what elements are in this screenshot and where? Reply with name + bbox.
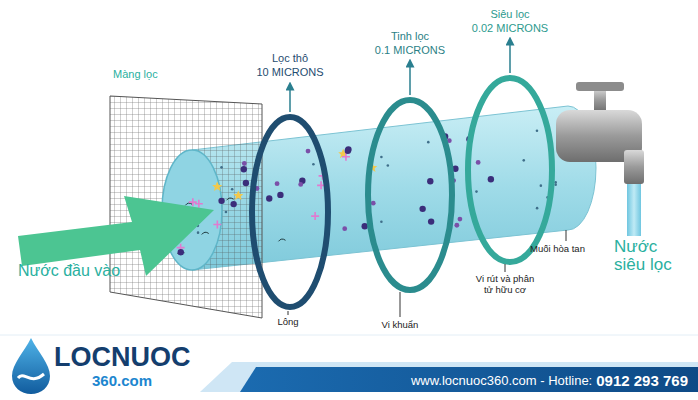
particle bbox=[277, 192, 283, 198]
particle bbox=[427, 141, 430, 144]
particle bbox=[213, 221, 221, 229]
particle-label: Vi rút và phân tử hữu cơ bbox=[473, 274, 537, 296]
particle-label: Vi khuẩn bbox=[365, 320, 435, 331]
particle-label: Muối hòa tan bbox=[530, 244, 585, 255]
particle bbox=[345, 148, 351, 154]
particle bbox=[298, 182, 303, 187]
hotline-number: 0912 293 769 bbox=[596, 372, 688, 389]
particle bbox=[202, 232, 209, 234]
footer-stripe bbox=[200, 362, 698, 392]
pointer-arrow bbox=[509, 41, 511, 73]
particle bbox=[212, 181, 222, 191]
stage-name: Siêu lọc bbox=[465, 8, 555, 21]
stage-name: Tinh lọc bbox=[365, 30, 455, 43]
inlet-label: Nước đầu vào bbox=[18, 262, 120, 280]
particle bbox=[311, 212, 319, 220]
footer-rule bbox=[0, 335, 698, 336]
particle bbox=[342, 226, 347, 231]
particle bbox=[279, 239, 286, 241]
particle bbox=[242, 161, 247, 166]
particle bbox=[536, 207, 539, 210]
particle bbox=[220, 166, 223, 169]
particle bbox=[536, 129, 539, 132]
particle bbox=[387, 164, 390, 167]
particle bbox=[458, 217, 463, 222]
particle bbox=[475, 190, 478, 193]
particle bbox=[197, 231, 200, 234]
particle bbox=[419, 206, 425, 212]
pore-size: 10 MICRONS bbox=[245, 66, 335, 79]
ultra-ring bbox=[468, 78, 552, 262]
particle bbox=[380, 220, 383, 223]
tap-handle bbox=[576, 82, 624, 91]
particle bbox=[241, 166, 247, 172]
stage-name: Lọc thô bbox=[245, 52, 335, 65]
particle bbox=[233, 190, 243, 200]
particle bbox=[227, 198, 234, 200]
particle bbox=[266, 195, 272, 201]
pore-size: 0.1 MICRONS bbox=[365, 44, 455, 57]
particle bbox=[189, 198, 197, 206]
particle bbox=[522, 159, 525, 162]
particle bbox=[428, 218, 434, 224]
leader-line bbox=[566, 230, 567, 241]
footer-text: www.locnuoc360.com - Hotline: 0912 293 76… bbox=[411, 369, 688, 391]
particle bbox=[185, 203, 192, 205]
particle bbox=[230, 201, 236, 207]
leader-line bbox=[505, 264, 506, 272]
particle bbox=[243, 180, 249, 186]
particle bbox=[476, 160, 481, 165]
particle bbox=[195, 200, 203, 208]
footer-band bbox=[240, 367, 698, 392]
particle bbox=[488, 176, 494, 182]
fine-ring bbox=[368, 100, 452, 290]
pore-size: 0.02 MICRONS bbox=[465, 22, 555, 35]
particle bbox=[371, 201, 376, 206]
leader-line bbox=[288, 311, 289, 315]
mesh-label: Màng lọc bbox=[113, 68, 158, 81]
particle bbox=[454, 223, 459, 228]
particle bbox=[554, 181, 557, 184]
tap-spout bbox=[624, 150, 644, 184]
particle bbox=[540, 184, 543, 187]
logo-domain: 360.com bbox=[92, 372, 152, 389]
outlet-label: Nước siêu lọc bbox=[614, 238, 686, 274]
pointer-arrow bbox=[409, 63, 411, 95]
particle bbox=[178, 249, 184, 255]
particle bbox=[275, 181, 280, 186]
logo-drop bbox=[12, 338, 50, 394]
particle bbox=[218, 198, 224, 204]
particle bbox=[225, 211, 228, 214]
water-stream bbox=[627, 184, 641, 236]
particle bbox=[231, 188, 234, 191]
particle-label: Lông bbox=[263, 317, 313, 328]
leader-line bbox=[400, 292, 401, 317]
particle bbox=[380, 156, 383, 159]
logo-wave bbox=[18, 374, 44, 379]
particle bbox=[312, 163, 315, 166]
particle bbox=[554, 183, 557, 186]
website-text: www.locnuoc360.com - Hotline: bbox=[411, 373, 592, 388]
coarse-ring bbox=[252, 117, 328, 307]
particle bbox=[342, 153, 350, 161]
pointer-arrow bbox=[289, 86, 291, 112]
particle bbox=[427, 178, 433, 184]
particle bbox=[306, 149, 311, 154]
tap-stem bbox=[594, 88, 606, 112]
logo-word: LOCNUOC bbox=[54, 342, 191, 373]
